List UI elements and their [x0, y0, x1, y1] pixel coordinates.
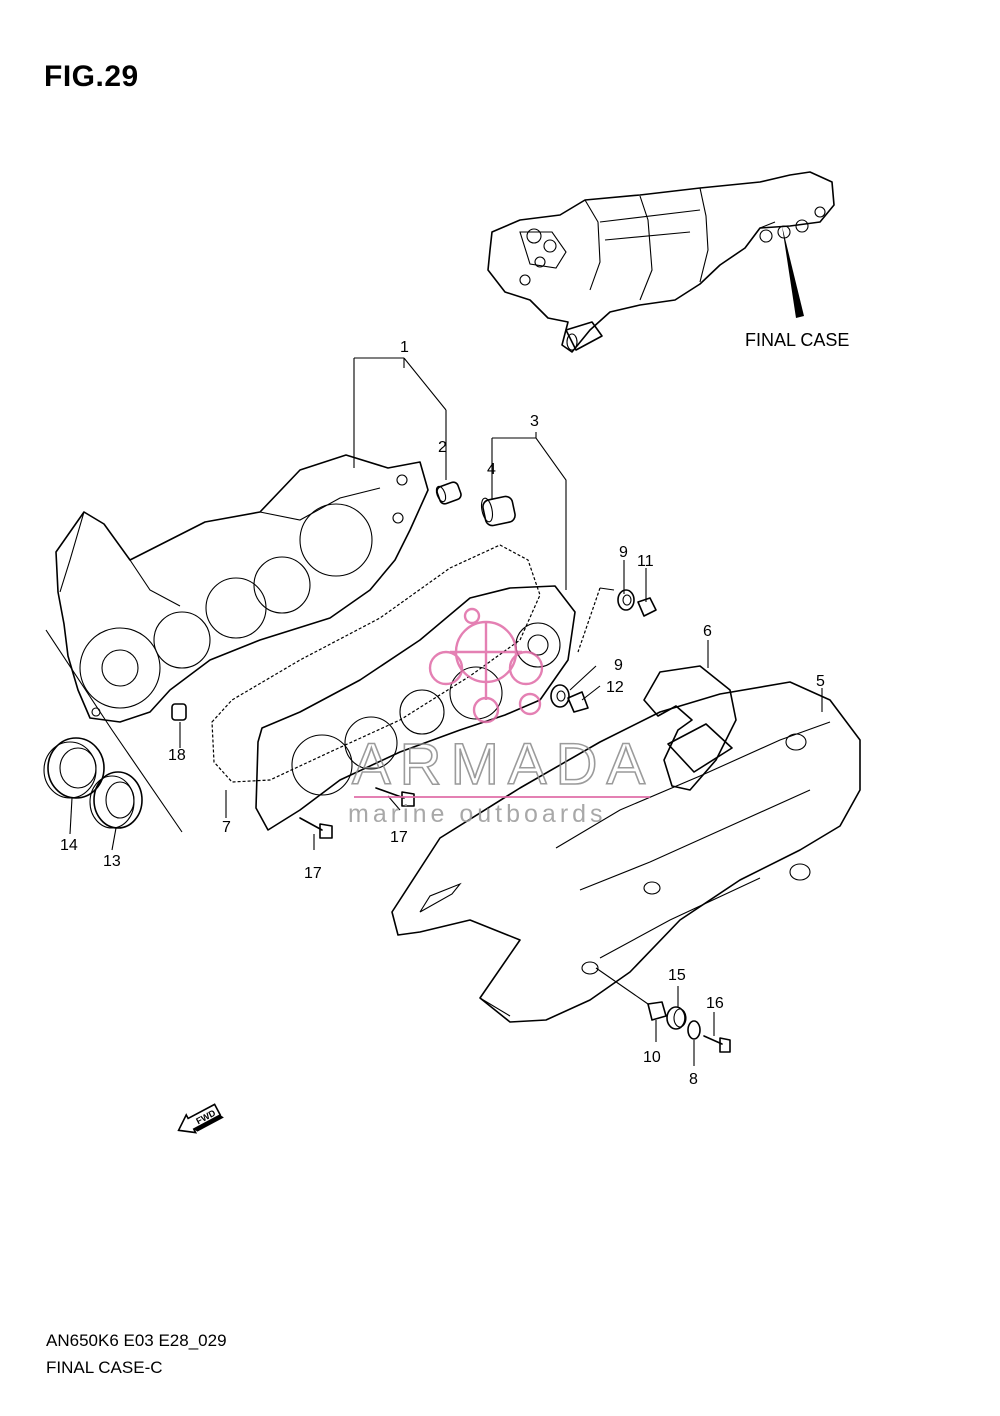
- label-12: 12: [606, 679, 624, 696]
- label-15: 15: [668, 967, 686, 984]
- label-18: 18: [168, 747, 186, 764]
- label-1: 1: [400, 339, 409, 356]
- watermark-logo: ARMADA marine outboards: [348, 607, 654, 828]
- plate-part-6: [643, 665, 737, 791]
- bolt-part-16: [703, 1035, 731, 1053]
- fwd-arrow-icon: FWD: [177, 1103, 224, 1134]
- final-case-assembly-drawing: [487, 171, 835, 353]
- bolt-part-17-lower: [299, 817, 333, 839]
- label-3: 3: [530, 413, 539, 430]
- cover-part-3: [255, 585, 576, 831]
- label-6: 6: [703, 623, 712, 640]
- label-17-upper: 17: [390, 829, 408, 846]
- figure-name: FINAL CASE-C: [46, 1358, 163, 1377]
- watermark-tagline: marine outboards: [348, 800, 607, 828]
- label-8: 8: [689, 1071, 698, 1088]
- label-16: 16: [706, 995, 724, 1012]
- watermark-emblem: [428, 607, 544, 724]
- washer-part-8: [687, 1020, 701, 1040]
- seal-part-13: [89, 771, 143, 829]
- part-number-labels: 1 2 3 4 5 6 7 8 9 9 10 11 12 13 14 15 16…: [60, 339, 825, 1088]
- label-11: 11: [637, 553, 654, 570]
- collar-part-10: [647, 1001, 667, 1021]
- final-case-arrow: [782, 226, 804, 318]
- label-9-upper: 9: [619, 544, 628, 561]
- case-half-part-1: [55, 454, 429, 723]
- label-5: 5: [816, 673, 825, 690]
- bolt-part-12: [567, 691, 589, 713]
- label-7: 7: [222, 819, 231, 836]
- watermark-underline: [354, 796, 650, 798]
- grommet-part-15: [666, 1006, 687, 1030]
- washer-part-9-upper: [617, 589, 635, 611]
- label-10: 10: [643, 1049, 661, 1066]
- bolt-part-11: [637, 597, 657, 617]
- watermark-brand: ARMADA: [352, 732, 654, 797]
- washer-part-9-lower: [550, 684, 570, 708]
- shroud-part-5: [391, 681, 861, 1023]
- leader-lines: [45, 357, 823, 1066]
- figure-title: FIG.29: [44, 60, 139, 93]
- label-17-lower: 17: [304, 865, 322, 882]
- dowel-part-18: [171, 703, 187, 721]
- seal-part-14: [43, 737, 105, 799]
- label-4: 4: [487, 461, 496, 478]
- label-2: 2: [438, 439, 447, 456]
- bushing-part-2: [435, 481, 462, 505]
- final-case-callout: FINAL CASE: [745, 330, 849, 350]
- label-9-lower: 9: [614, 657, 623, 674]
- label-14: 14: [60, 837, 78, 854]
- bushing-part-4: [480, 495, 516, 527]
- figure-code: AN650K6 E03 E28_029: [46, 1331, 227, 1350]
- label-13: 13: [103, 853, 121, 870]
